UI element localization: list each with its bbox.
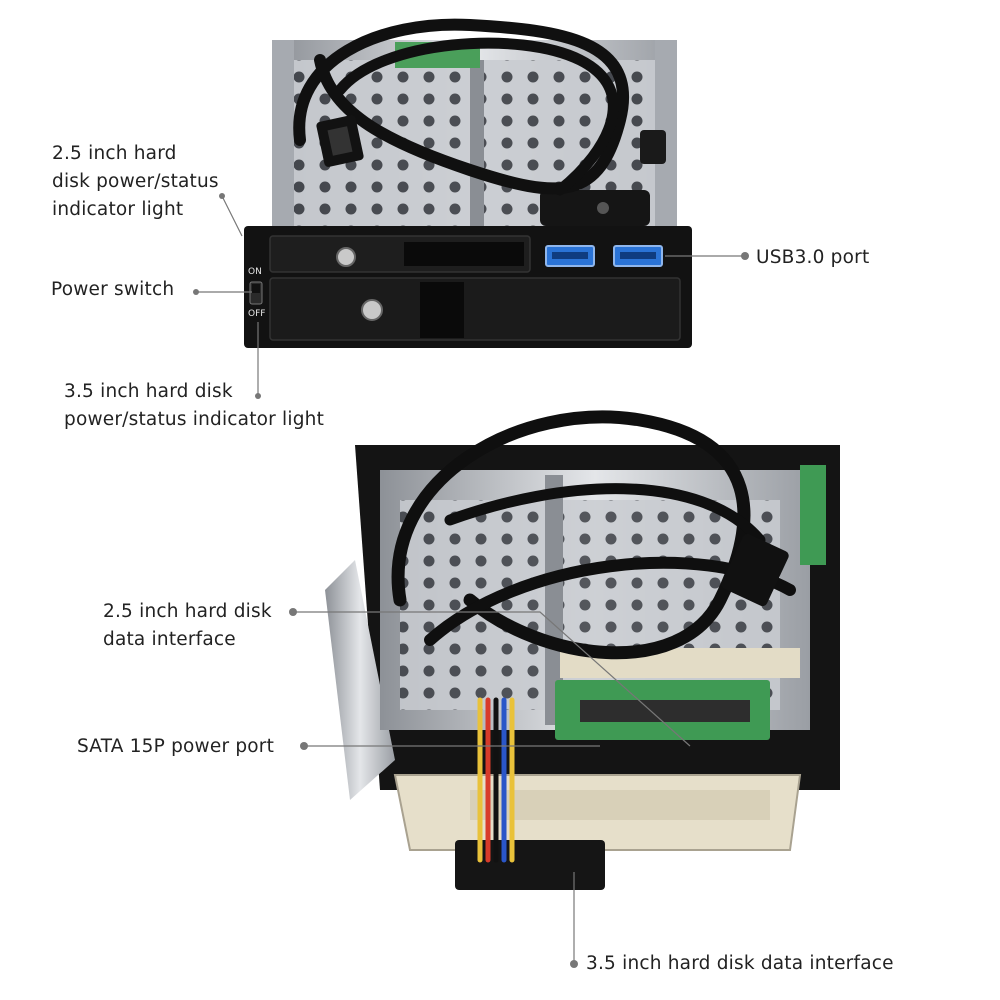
top-enclosure: ON OFF: [244, 18, 692, 348]
switch-off-label: OFF: [248, 309, 265, 319]
callout-usb3-port: USB3.0 port: [756, 247, 870, 268]
callout-sata-15p-power-port: SATA 15P power port: [77, 736, 275, 757]
leader-dots: [193, 193, 749, 968]
callout-3-5-inch-data-interface: 3.5 inch hard disk data interface: [586, 953, 894, 974]
switch-on-label: ON: [248, 267, 262, 277]
callout-2-5-inch-indicator-light: 2.5 inch hard disk power/status indicato…: [52, 143, 219, 220]
usb-cable: [293, 18, 629, 196]
callout-power-switch: Power switch: [51, 279, 175, 300]
lock-icon: [361, 299, 383, 321]
power-wires: [477, 697, 515, 863]
tray-3-5-inch: [269, 277, 681, 341]
bottom-enclosure: [325, 410, 840, 890]
leader-lines: [196, 195, 743, 964]
sata-power-connector: [455, 840, 605, 890]
callout-3-5-inch-indicator-light: 3.5 inch hard disk power/status indicato…: [64, 381, 325, 430]
lock-icon: [336, 247, 356, 267]
callout-2-5-inch-data-interface: 2.5 inch hard disk data interface: [103, 601, 272, 650]
